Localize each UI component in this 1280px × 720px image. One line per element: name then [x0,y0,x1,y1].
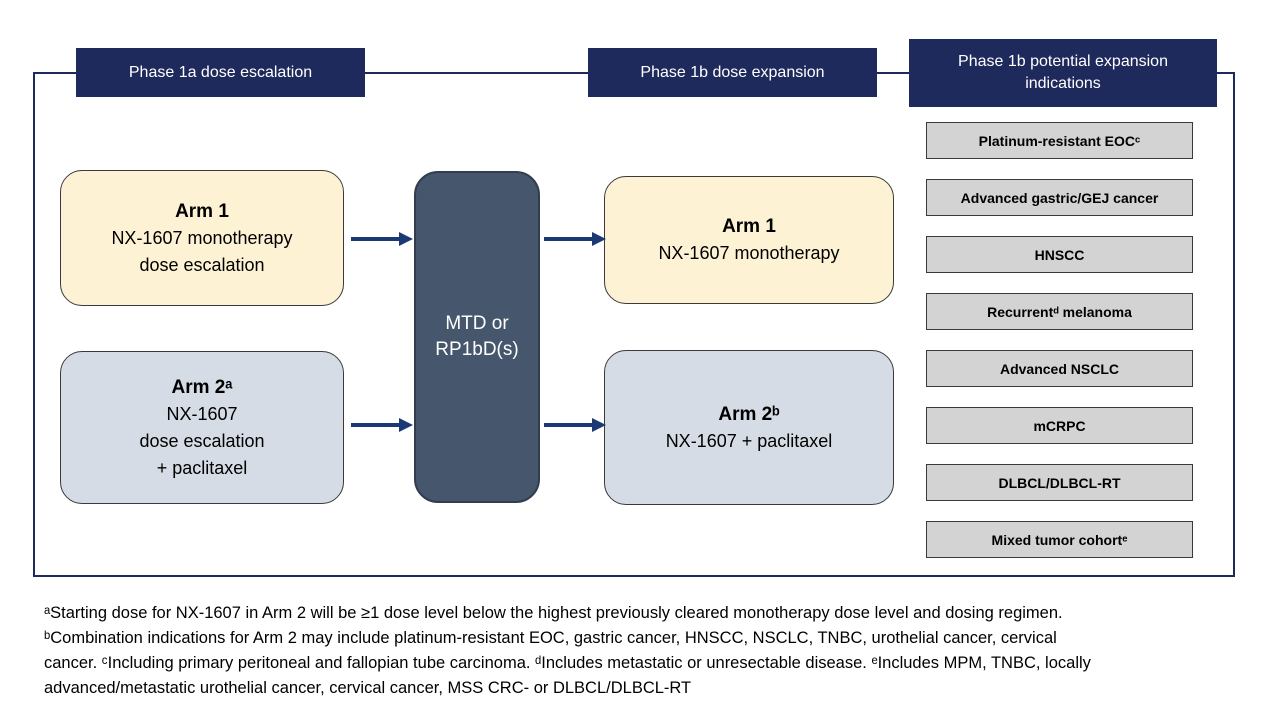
indication-label: DLBCL/DLBCL-RT [998,474,1121,491]
arrow-shaft [544,237,592,241]
arm1-escalation-box: Arm 1 NX-1607 monotherapy dose escalatio… [60,170,344,306]
arm2-expansion-title: Arm 2ᵇ [718,403,780,425]
arm2-expansion-box: Arm 2ᵇ NX-1607 + paclitaxel [604,350,894,505]
footnote-line: ᵇCombination indications for Arm 2 may i… [44,629,1057,647]
arrow-head [399,418,413,432]
flow-arrow-icon [544,232,606,246]
arm1-expansion-box: Arm 1 NX-1607 monotherapy [604,176,894,304]
indication-label: Platinum-resistant EOCᶜ [978,132,1141,149]
indication-item: Platinum-resistant EOCᶜ [926,122,1193,159]
indication-item: mCRPC [926,407,1193,444]
header-phase-1a-dose-escalation: Phase 1a dose escalation [76,48,365,97]
indication-item: Recurrentᵈ melanoma [926,293,1193,330]
arrow-head [592,418,606,432]
indication-label: mCRPC [1033,417,1086,434]
mtd-line1: MTD or [445,313,509,334]
arm2-escalation-line1: NX-1607 [166,403,238,424]
indication-item: DLBCL/DLBCL-RT [926,464,1193,501]
flow-arrow-icon [351,232,413,246]
arm1-escalation-title: Arm 1 [175,200,229,222]
footnote-line: ᵃStarting dose for NX-1607 in Arm 2 will… [44,604,1063,622]
arm2-expansion-line1: NX-1607 + paclitaxel [665,430,833,451]
indication-item: HNSCC [926,236,1193,273]
arrow-head [399,232,413,246]
footnote-line: advanced/metastatic urothelial cancer, c… [44,679,692,697]
indication-label: Advanced gastric/GEJ cancer [960,189,1159,206]
header-phase-1b-expansion-indications: Phase 1b potential expansion indications [909,39,1217,107]
arm1-escalation-line2: dose escalation [139,254,265,275]
arm2-escalation-line3: + paclitaxel [156,457,248,478]
indication-item: Mixed tumor cohortᵉ [926,521,1193,558]
arm2-escalation-box: Arm 2ᵃ NX-1607 dose escalation + paclita… [60,351,344,504]
header-phase-1a-label: Phase 1a dose escalation [128,63,313,81]
header-phase-1b-dose-expansion: Phase 1b dose expansion [588,48,877,97]
indication-label: Advanced NSCLC [999,360,1120,377]
indication-item: Advanced gastric/GEJ cancer [926,179,1193,216]
indication-label: Mixed tumor cohortᵉ [991,531,1128,548]
arm2-escalation-title: Arm 2ᵃ [171,376,233,398]
indication-label: HNSCC [1034,246,1085,263]
indication-item: Advanced NSCLC [926,350,1193,387]
header-indications-label: Phase 1b potential expansion indications [958,53,1168,92]
mtd-line2: RP1bD(s) [435,339,519,360]
flow-arrow-icon [544,418,606,432]
arrow-shaft [544,423,592,427]
arm1-expansion-line1: NX-1607 monotherapy [658,243,840,263]
arrow-shaft [351,237,399,241]
arrow-head [592,232,606,246]
footnotes: ᵃStarting dose for NX-1607 in Arm 2 will… [44,601,1244,701]
footnote-line: cancer. ᶜIncluding primary peritoneal an… [44,654,1091,672]
arrow-shaft [351,423,399,427]
flow-arrow-icon [351,418,413,432]
mtd-rp1bd-box: MTD or RP1bD(s) [414,171,540,503]
header-phase-1b-label: Phase 1b dose expansion [640,63,825,81]
arm1-expansion-title: Arm 1 [722,216,776,237]
arm2-escalation-line2: dose escalation [139,430,265,451]
indication-label: Recurrentᵈ melanoma [987,303,1132,320]
arm1-escalation-line1: NX-1607 monotherapy [111,227,293,248]
